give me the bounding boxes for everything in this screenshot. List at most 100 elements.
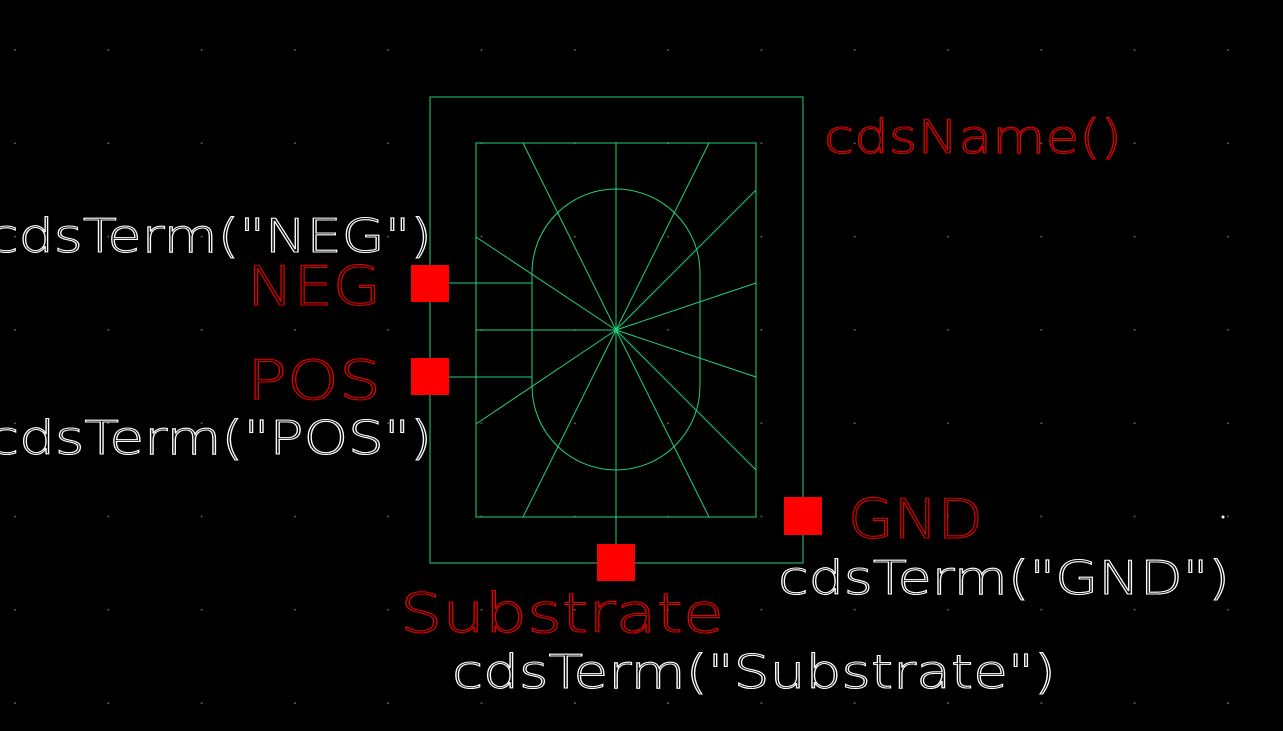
- grid-dot: [1040, 608, 1043, 611]
- grid-dot: [293, 328, 296, 331]
- grid-dot: [667, 49, 670, 51]
- grid-dot: [760, 702, 763, 705]
- grid-dot: [200, 49, 203, 51]
- grid-dot: [853, 49, 856, 51]
- grid-dot: [107, 142, 110, 145]
- grid-dot: [107, 328, 110, 331]
- grid-dot: [947, 702, 949, 705]
- radial-line: [615, 329, 757, 378]
- pin-label-neg[interactable]: NEG: [246, 254, 381, 318]
- grid-dot: [107, 49, 110, 51]
- grid-dot: [573, 235, 576, 238]
- radial-line: [522, 142, 617, 331]
- grid-dot: [573, 422, 576, 425]
- grid-dot: [293, 49, 296, 51]
- grid-dot: [1133, 702, 1136, 705]
- term-label-gnd[interactable]: cdsTerm("GND"): [777, 550, 1230, 605]
- grid-dot: [14, 49, 16, 51]
- grid-dot: [387, 328, 390, 331]
- radial-line: [615, 329, 710, 518]
- grid-dot: [387, 608, 390, 611]
- grid-dot: [14, 142, 16, 145]
- grid-dot: [200, 702, 203, 705]
- grid-dot: [760, 328, 763, 331]
- pin-neg[interactable]: [411, 265, 449, 302]
- grid-dot: [107, 422, 110, 425]
- grid-dot: [947, 608, 949, 611]
- grid-dot: [1133, 328, 1136, 331]
- radial-line: [475, 329, 617, 425]
- grid-dot: [947, 328, 949, 331]
- pin-label-pos[interactable]: POS: [246, 348, 381, 412]
- grid-dot: [1226, 49, 1229, 51]
- grid-dot: [480, 702, 483, 705]
- pin-pos[interactable]: [411, 358, 449, 395]
- grid-dot: [947, 49, 949, 51]
- grid-dot: [107, 515, 110, 518]
- grid-dot: [1226, 328, 1229, 331]
- grid-dot: [667, 608, 670, 611]
- grid-dot: [1133, 422, 1136, 425]
- grid-dot: [14, 328, 16, 331]
- grid-dot: [387, 702, 390, 705]
- grid-dot: [573, 702, 576, 705]
- grid-dots: [14, 49, 1229, 705]
- grid-dot: [1133, 49, 1136, 51]
- term-label-pos[interactable]: cdsTerm("POS"): [0, 410, 433, 465]
- grid-dot: [200, 608, 203, 611]
- grid-dot: [853, 328, 856, 331]
- grid-dot: [1040, 702, 1043, 705]
- grid-dot: [107, 608, 110, 611]
- grid-dot: [760, 49, 763, 51]
- grid-dot: [760, 608, 763, 611]
- radial-lines: [475, 142, 757, 518]
- symbol-body[interactable]: [429, 96, 804, 564]
- radial-line: [522, 329, 617, 518]
- grid-dot: [293, 608, 296, 611]
- grid-dot: [573, 49, 576, 51]
- grid-dot: [480, 422, 483, 425]
- grid-dot: [853, 608, 856, 611]
- grid-dot: [14, 515, 16, 518]
- grid-dot: [1133, 142, 1136, 145]
- term-label-neg[interactable]: cdsTerm("NEG"): [0, 208, 433, 263]
- neg-wire: [449, 273, 533, 284]
- grid-dot: [107, 235, 110, 238]
- pin-label-substrate[interactable]: Substrate: [399, 581, 724, 645]
- grid-dot: [1226, 142, 1229, 145]
- pos-wire: [449, 376, 533, 386]
- radial-line: [615, 142, 710, 331]
- grid-dot: [1040, 328, 1043, 331]
- grid-dot: [1226, 608, 1229, 611]
- grid-dot: [1040, 142, 1043, 145]
- grid-dot: [1226, 515, 1229, 518]
- radial-line: [615, 282, 757, 331]
- grid-dot: [14, 235, 16, 238]
- grid-dot: [387, 235, 390, 238]
- grid-dot: [480, 49, 483, 51]
- grid-dot: [1040, 515, 1043, 518]
- grid-dot: [1226, 422, 1229, 425]
- grid-dot: [760, 515, 763, 518]
- term-label-substrate[interactable]: cdsTerm("Substrate"): [451, 644, 1056, 699]
- grid-dot: [200, 515, 203, 518]
- grid-dot: [853, 702, 856, 705]
- grid-dot: [14, 702, 16, 705]
- grid-dot: [387, 142, 390, 145]
- grid-dot: [1226, 235, 1229, 238]
- pin-gnd[interactable]: [784, 497, 822, 535]
- grid-dot: [947, 142, 949, 145]
- grid-dot: [293, 515, 296, 518]
- pin-label-gnd[interactable]: GND: [847, 487, 983, 551]
- pin-substrate[interactable]: [597, 544, 635, 581]
- grid-dot: [947, 515, 949, 518]
- grid-dot: [14, 422, 16, 425]
- grid-dot: [947, 235, 949, 238]
- grid-dot: [200, 328, 203, 331]
- grid-dot: [1226, 702, 1229, 705]
- grid-dot: [200, 422, 203, 425]
- grid-dot: [760, 235, 763, 238]
- grid-dot: [387, 515, 390, 518]
- instance-name-label[interactable]: cdsName(): [823, 109, 1122, 164]
